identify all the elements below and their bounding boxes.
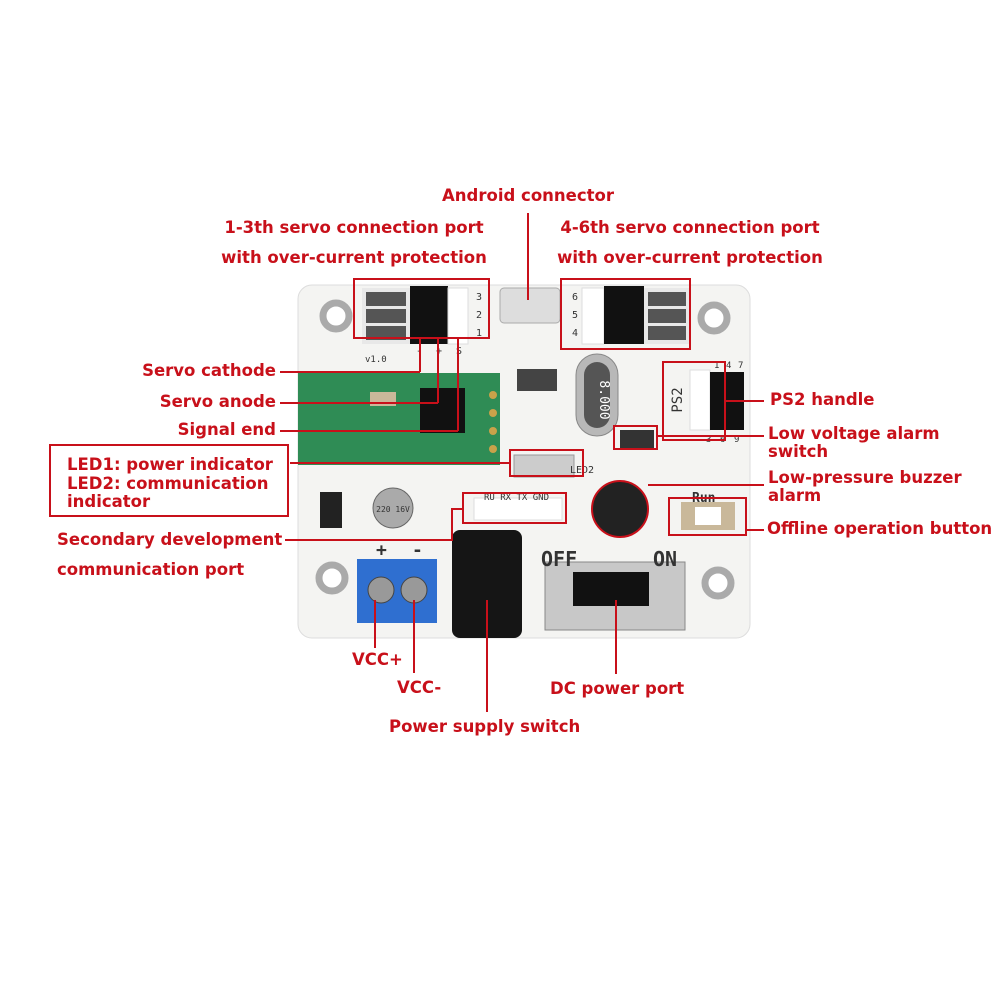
capacitor bbox=[372, 487, 414, 529]
off-marking: OFF bbox=[541, 547, 577, 571]
ps2-pin-1: 1 bbox=[714, 361, 719, 371]
label-power-supply-switch: Power supply switch bbox=[389, 717, 581, 736]
plus-marking: + bbox=[376, 540, 387, 561]
label-servo-cathode: Servo cathode bbox=[142, 361, 276, 380]
ps2-marking: PS2 bbox=[670, 387, 686, 412]
label-led1: LED1: power indicator bbox=[67, 455, 273, 474]
android-connector-port bbox=[499, 287, 561, 324]
crystal-marking: 8.000 bbox=[596, 380, 611, 419]
minus-marking: - bbox=[412, 540, 423, 561]
callout-lines bbox=[280, 213, 764, 712]
ps2-pin-7: 7 bbox=[738, 361, 743, 371]
label-secondary-dev-line1: Secondary development bbox=[57, 530, 283, 549]
label-led2: LED2: communication bbox=[67, 474, 269, 493]
label-offline-button: Offline operation button bbox=[767, 519, 993, 538]
on-marking: ON bbox=[653, 547, 677, 571]
low-voltage-switch bbox=[620, 430, 654, 448]
label-signal-end: Signal end bbox=[177, 420, 276, 439]
uart-marking: RU RX TX GND bbox=[484, 493, 549, 503]
pin-2: 2 bbox=[476, 310, 482, 321]
polarity-plus: + bbox=[436, 346, 442, 357]
label-low-voltage-line2: switch bbox=[768, 442, 829, 461]
pin-6: 6 bbox=[572, 292, 578, 303]
terminal-block bbox=[357, 559, 437, 623]
ps2-pin-9: 9 bbox=[734, 435, 739, 445]
label-servo-4-6-line2: with over-current protection bbox=[557, 248, 823, 267]
led-callout-box: LED1: power indicator LED2: communicatio… bbox=[49, 444, 289, 517]
pin-4: 4 bbox=[572, 328, 578, 339]
label-servo-1-3-line1: 1-3th servo connection port bbox=[224, 218, 484, 237]
label-vcc-plus: VCC+ bbox=[352, 650, 403, 669]
polarity-signal: S bbox=[456, 346, 462, 357]
label-servo-anode: Servo anode bbox=[159, 392, 276, 411]
servo-header-1-3 bbox=[362, 286, 469, 345]
buzzer bbox=[591, 480, 649, 538]
bluetooth-module bbox=[298, 373, 500, 465]
cap-marking: 220 16V bbox=[376, 505, 410, 514]
servo-header-4-6 bbox=[581, 286, 690, 345]
pin-3: 3 bbox=[476, 292, 482, 303]
slide-switch bbox=[544, 561, 686, 631]
label-servo-1-3-line2: with over-current protection bbox=[221, 248, 487, 267]
pin-5: 5 bbox=[572, 310, 578, 321]
label-vcc-minus: VCC- bbox=[397, 678, 442, 697]
label-led2-cont: indicator bbox=[67, 492, 151, 511]
label-low-voltage-line1: Low voltage alarm bbox=[768, 424, 940, 443]
dc-jack bbox=[452, 530, 522, 638]
label-buzzer-line1: Low-pressure buzzer bbox=[768, 468, 962, 487]
ps2-pin-4: 4 bbox=[726, 361, 731, 371]
label-secondary-dev-line2: communication port bbox=[57, 560, 245, 579]
crystal-oscillator bbox=[575, 353, 619, 437]
pin-1: 1 bbox=[476, 328, 482, 339]
label-ps2-handle: PS2 handle bbox=[770, 390, 875, 409]
label-dc-power-port: DC power port bbox=[550, 679, 685, 698]
run-button bbox=[681, 502, 735, 530]
uart-header bbox=[473, 497, 563, 521]
label-servo-4-6-line1: 4-6th servo connection port bbox=[560, 218, 820, 237]
version-marking: v1.0 bbox=[365, 355, 387, 365]
label-android-connector: Android connector bbox=[442, 186, 614, 205]
label-buzzer-line2: alarm bbox=[768, 486, 822, 505]
mounting-holes bbox=[315, 299, 735, 600]
